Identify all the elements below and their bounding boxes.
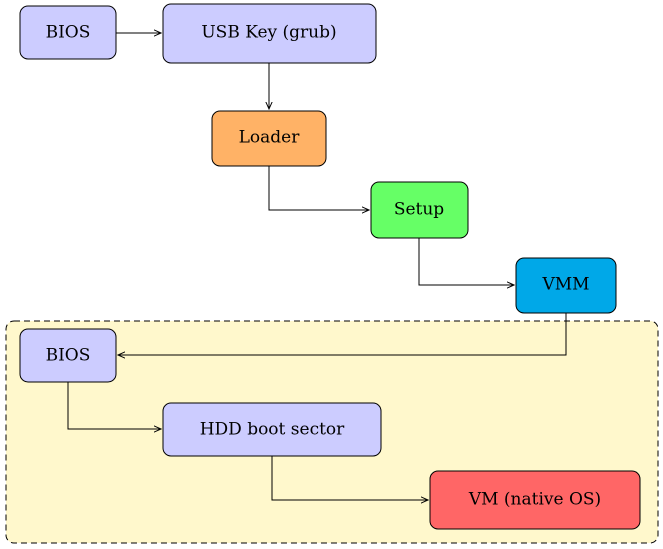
node-bios-top-label: BIOS — [46, 23, 91, 43]
edge-vmm-to-bios — [118, 313, 567, 355]
node-usb-key: USB Key (grub) — [162, 3, 377, 64]
node-bios-vm: BIOS — [19, 328, 117, 383]
node-vmm-box — [515, 257, 617, 314]
node-vm-native-os-box — [429, 470, 641, 530]
node-hdd-boot-sector-label: HDD boot sector — [200, 420, 345, 440]
node-vmm: VMM — [515, 257, 617, 314]
node-loader-label: Loader — [239, 128, 301, 148]
node-bios-vm-label: BIOS — [46, 346, 91, 366]
node-vm-native-os-label: VM (native OS) — [468, 490, 601, 510]
node-hdd-boot-sector-box — [162, 402, 382, 457]
node-usb-key-box — [162, 3, 377, 64]
connectors — [67, 33, 567, 500]
node-bios-top-box — [19, 5, 117, 60]
node-vm-native-os: VM (native OS) — [429, 470, 641, 530]
node-setup-box — [370, 181, 469, 239]
node-vmm-label: VMM — [541, 275, 589, 295]
edge-bios-to-hdd — [67, 382, 161, 429]
node-usb-key-label: USB Key (grub) — [201, 23, 336, 43]
edge-setup-to-vmm — [418, 238, 514, 285]
edge-loader-to-setup — [268, 166, 369, 210]
node-bios-top: BIOS — [19, 5, 117, 60]
node-loader: Loader — [211, 110, 327, 167]
node-loader-box — [211, 110, 327, 167]
node-setup-label: Setup — [394, 200, 444, 220]
node-hdd-boot-sector: HDD boot sector — [162, 402, 382, 457]
edge-hdd-to-vm — [271, 456, 428, 500]
node-bios-vm-box — [19, 328, 117, 383]
node-setup: Setup — [370, 181, 469, 239]
